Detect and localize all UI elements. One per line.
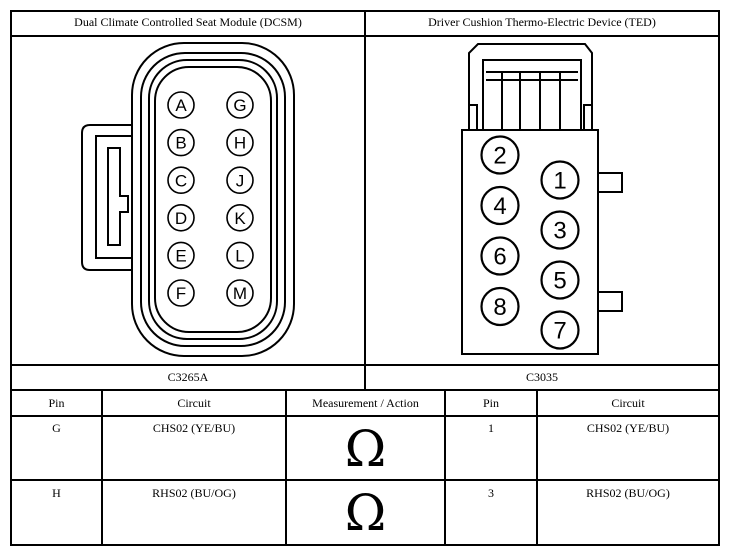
pin-label-H: H [234,134,246,153]
ohm-measurement-icon: Ω [344,420,387,478]
row2-circuit-b: RHS02 (BU/OG) [586,486,670,500]
pin-label-6: 6 [493,244,506,271]
pin-circle-3 [540,210,580,250]
pin-label-L: L [235,247,244,266]
pin-label-2: 2 [493,143,506,170]
header-pin-b: Pin [482,396,499,410]
pin-label-D: D [175,209,187,228]
row2-pin-b: 3 [488,486,494,500]
pin-label-8: 8 [493,294,506,321]
row1-circuit-a: CHS02 (YE/BU) [152,421,236,435]
pin-circle-L [226,241,254,270]
grid-line [101,389,103,546]
row1-circuit-b: CHS02 (YE/BU) [586,421,670,435]
row1-pin-a: G [52,421,61,435]
pin-label-C: C [175,171,187,190]
pin-circle-D [167,204,195,232]
pin-circle-1 [540,160,580,200]
ohm-measurement-icon: Ω [344,484,387,542]
pin-circle-4 [480,185,520,226]
pin-circle-C [167,166,195,194]
pin-circle-G [226,91,254,119]
pin-label-K: K [234,209,246,228]
pin-circle-2 [480,135,520,175]
row2-circuit-a: RHS02 (BU/OG) [152,486,236,500]
pin-label-M: M [233,284,247,303]
pin-label-7: 7 [553,318,566,345]
header-circuit-b: Circuit [611,396,645,410]
grid-line [10,415,720,417]
pin-label-3: 3 [553,218,566,245]
pin-circle-5 [540,260,580,300]
pin-circle-8 [480,286,520,327]
header-circuit-a: Circuit [177,396,211,410]
pin-circle-7 [540,310,580,350]
pin-label-5: 5 [553,268,566,295]
header-pin-a: Pin [48,396,65,410]
left-panel-title: Dual Climate Controlled Seat Module (DCS… [74,15,302,29]
grid-line [444,389,446,546]
pin-label-B: B [175,134,186,153]
grid-line [10,479,720,481]
pin-label-F: F [176,284,186,303]
pin-circle-H [226,128,254,157]
pin-label-4: 4 [493,193,506,220]
pin-circle-E [167,241,195,270]
pin-label-A: A [175,96,187,115]
pin-circle-A [167,91,195,119]
pin-label-J: J [236,171,245,190]
pin-circle-M [226,279,254,307]
right-panel-title: Driver Cushion Thermo-Electric Device (T… [428,15,656,29]
pin-circle-6 [480,236,520,276]
grid-line [364,10,366,391]
right-connector-id: C3035 [525,370,558,384]
pin-circle-J [226,166,254,194]
pin-label-1: 1 [553,168,566,195]
grid-line [536,389,538,546]
row1-pin-b: 1 [488,421,494,435]
grid-line [285,389,287,546]
pin-circle-F [167,279,195,307]
header-measurement: Measurement / Action [312,396,419,410]
pin-label-E: E [175,247,186,266]
left-connector-id: C3265A [167,370,209,384]
pin-circle-K [226,204,254,232]
pin-circle-B [167,128,195,157]
pin-label-G: G [233,96,246,115]
row2-pin-a: H [52,486,61,500]
